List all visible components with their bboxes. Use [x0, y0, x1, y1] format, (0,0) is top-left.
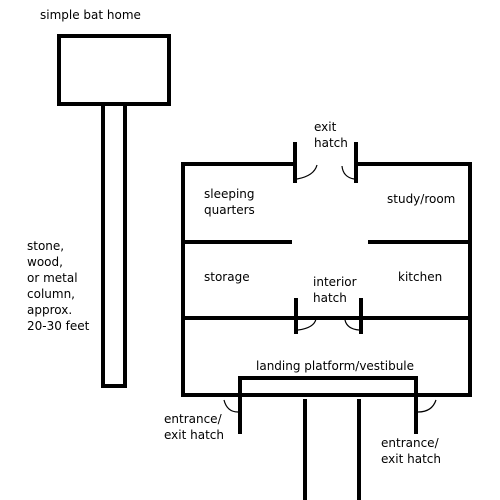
storage-label: storage: [204, 270, 250, 284]
simple-home-box: [57, 34, 171, 106]
interior-hatch-label: interior hatch: [313, 275, 360, 305]
kitchen-label: kitchen: [398, 270, 442, 284]
title-label: simple bat home: [40, 8, 141, 22]
exit-hatch: [293, 142, 358, 183]
support-column: [303, 399, 361, 500]
exit-hatch-label: exit hatch: [314, 120, 348, 150]
interior-hatch: [294, 298, 363, 334]
simple-home-column: [101, 106, 127, 388]
landing-platform-label: landing platform/vestibule: [256, 359, 414, 373]
entrance-right-label: entrance/ exit hatch: [381, 436, 442, 466]
outer-walls: [181, 162, 472, 397]
column-note-label: stone, wood, or metal column, approx. 20…: [27, 239, 90, 333]
landing-platform: [223, 376, 437, 434]
study-room-label: study/room: [387, 192, 455, 206]
entrance-left-label: entrance/ exit hatch: [164, 412, 225, 442]
sleeping-quarters-label: sleeping quarters: [204, 187, 258, 217]
